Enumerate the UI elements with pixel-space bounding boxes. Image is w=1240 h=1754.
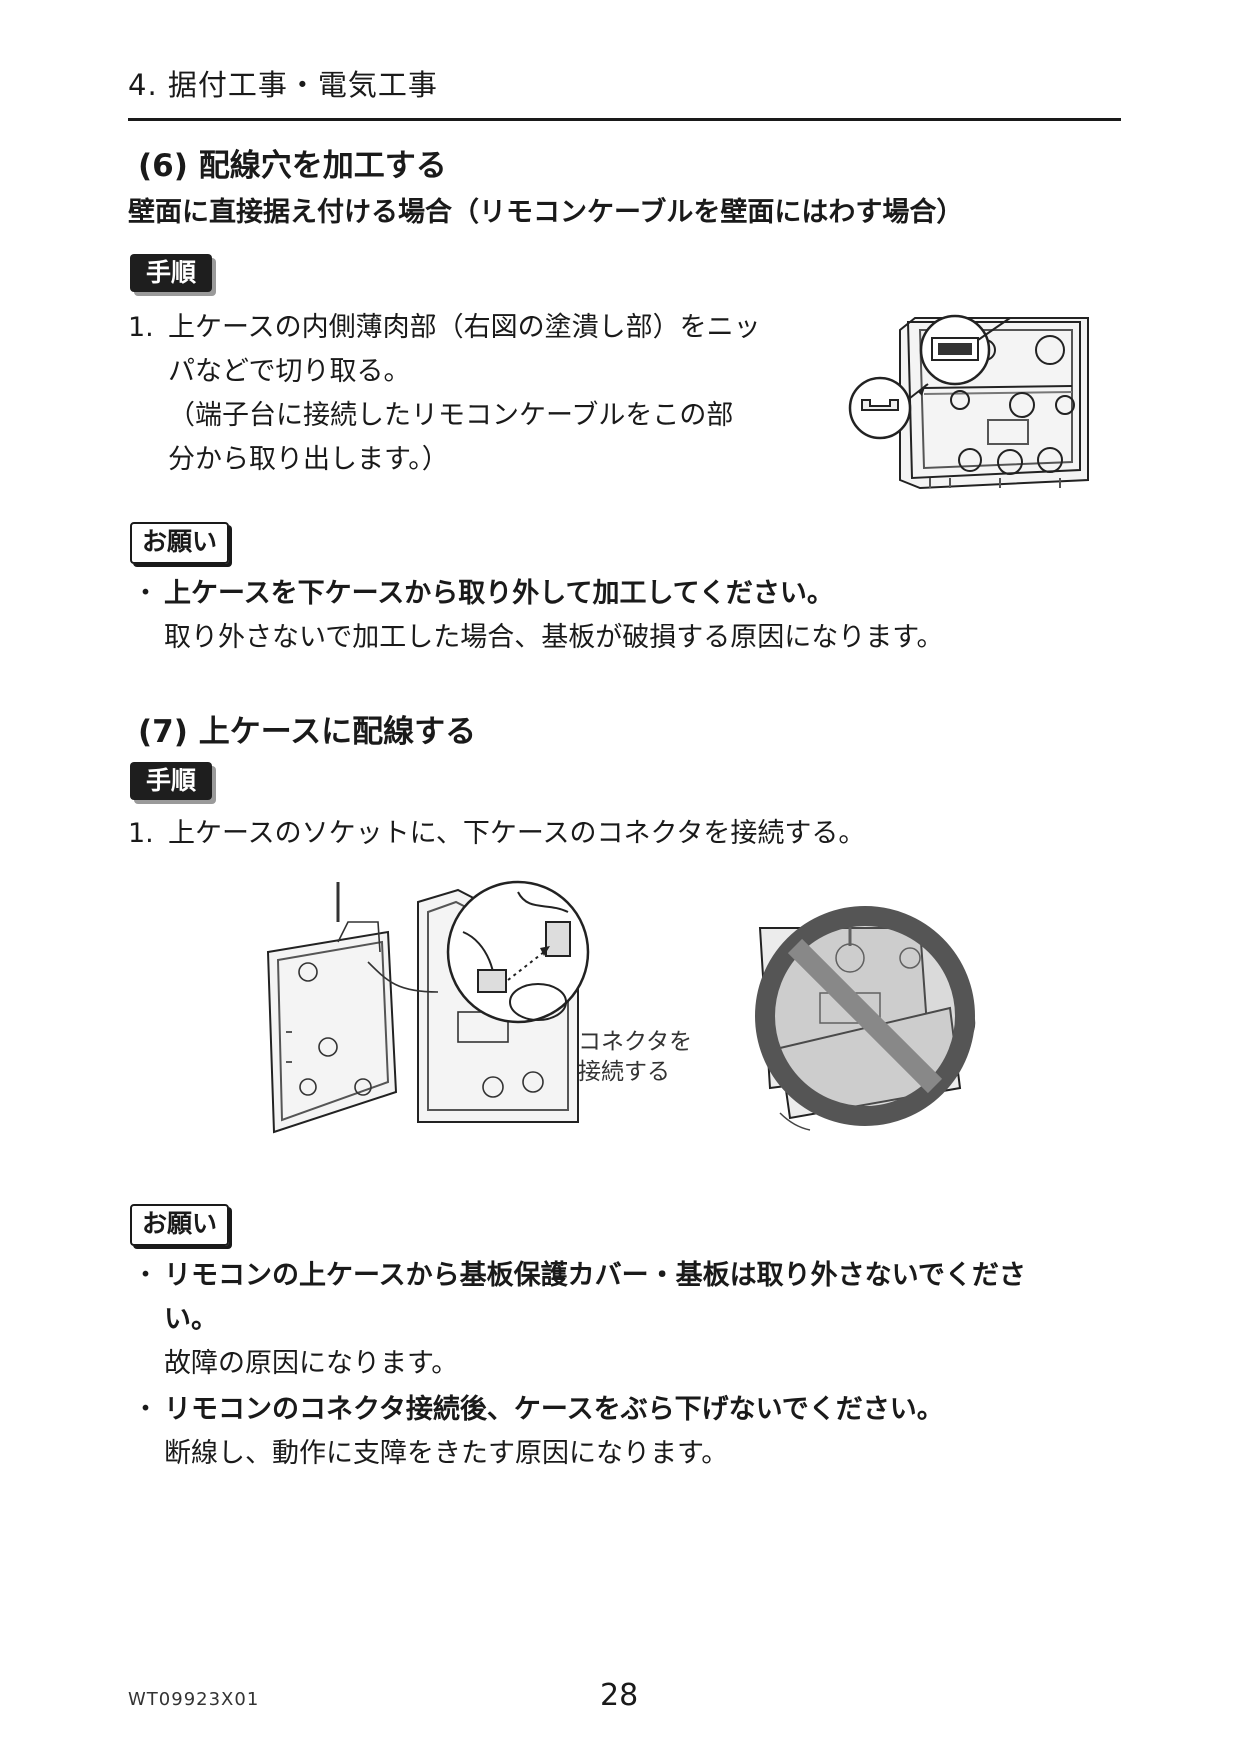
section-7-title: (7) 上ケースに配線する: [138, 714, 477, 750]
request-note: 故障の原因になります。: [164, 1348, 459, 1379]
request-badge-7: お願い: [130, 1204, 230, 1246]
step-number: 1.: [128, 312, 154, 343]
section-6-title: (6) 配線穴を加工する: [138, 148, 447, 184]
section-6-step-1: 1. 上ケースの内側薄肉部（右図の塗潰し部）をニッ パなどで切り取る。 （端子台…: [128, 306, 808, 482]
upper-case-figure: [848, 314, 1089, 490]
step-number: 1.: [128, 818, 154, 849]
step-line: パなどで切り取る。: [168, 356, 411, 387]
request-bold: い。: [164, 1304, 218, 1335]
prohibited-figure: [755, 906, 976, 1131]
request-note: 断線し、動作に支障をきたす原因になります。: [164, 1438, 729, 1469]
step-line: （端子台に接続したリモコンケーブルをこの部: [168, 400, 734, 431]
page-number: 28: [600, 1678, 639, 1713]
section-7-step-1: 1. 上ケースのソケットに、下ケースのコネクタを接続する。: [128, 812, 1028, 856]
bullet-dot: ・: [132, 578, 159, 609]
connector-figure: [266, 880, 590, 1134]
request-bold: 上ケースを下ケースから取り外して加工してください。: [164, 578, 834, 609]
request-bold: リモコンのコネクタ接続後、ケースをぶら下げないでください。: [164, 1394, 944, 1425]
procedure-badge-6: 手順: [130, 254, 213, 292]
request-badge-6: お願い: [130, 522, 230, 564]
request-note: 取り外さないで加工した場合、基板が破損する原因になります。: [164, 622, 944, 653]
step-line: 上ケースの内側薄肉部（右図の塗潰し部）をニッ: [168, 312, 761, 343]
header-rule: [128, 118, 1121, 121]
connector-caption: コネクタを 接続する: [578, 1027, 692, 1087]
request-bold: リモコンの上ケースから基板保護カバー・基板は取り外さないでくださ: [164, 1260, 1026, 1291]
section-7-request-1: ・ リモコンの上ケースから基板保護カバー・基板は取り外さないでくださ い。 故障…: [132, 1254, 1132, 1386]
caption-line: コネクタを: [578, 1029, 693, 1055]
section-6-subtitle: 壁面に直接据え付ける場合（リモコンケーブルを壁面にはわす場合）: [128, 197, 964, 228]
document-code: WT09923X01: [128, 1689, 260, 1710]
step-line: 上ケースのソケットに、下ケースのコネクタを接続する。: [168, 818, 866, 849]
caption-line: 接続する: [578, 1059, 670, 1085]
step-line: 分から取り出します。）: [168, 444, 449, 475]
bullet-dot: ・: [132, 1260, 159, 1291]
chapter-header: 4. 据付工事・電気工事: [128, 68, 438, 102]
procedure-badge-7: 手順: [130, 762, 213, 800]
section-7-request-2: ・ リモコンのコネクタ接続後、ケースをぶら下げないでください。 断線し、動作に支…: [132, 1388, 1132, 1476]
section-6-request: ・ 上ケースを下ケースから取り外して加工してください。 取り外さないで加工した場…: [132, 572, 1132, 660]
bullet-dot: ・: [132, 1394, 159, 1425]
